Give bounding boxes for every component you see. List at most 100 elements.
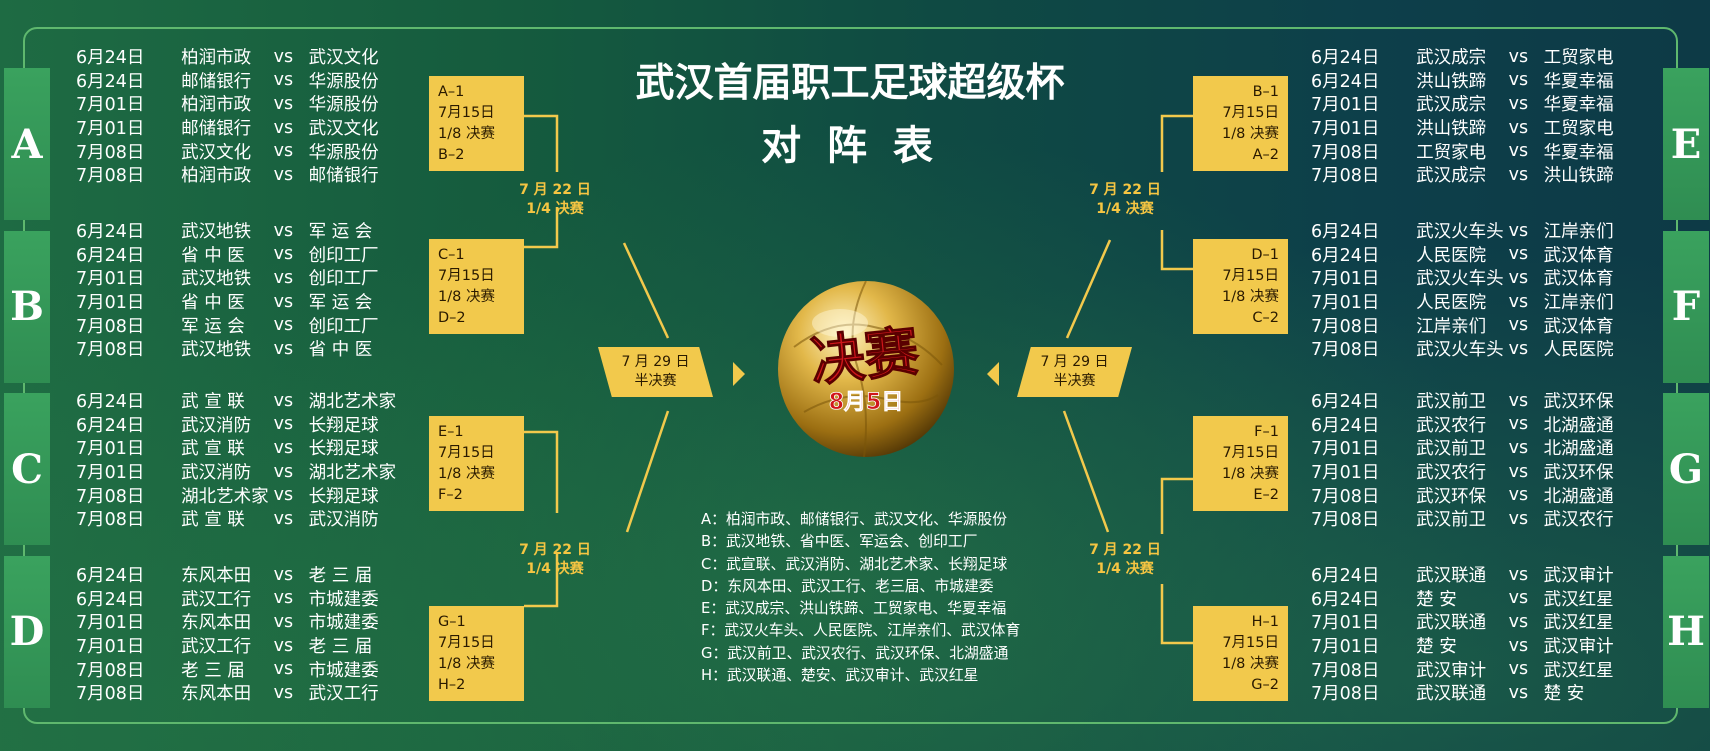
- qf-date: 7 月 22 日: [1089, 182, 1161, 198]
- r16-stage: 1/8 决赛: [438, 288, 495, 305]
- connector-line: [1160, 114, 1193, 172]
- r16-date: 7月15日: [438, 634, 495, 651]
- r16-top-team: C–1: [438, 246, 465, 263]
- r16-date: 7月15日: [1222, 267, 1279, 284]
- home-team: 洪山铁蹄: [1416, 119, 1487, 140]
- r16-box-c1-d2: C–1 7月15日 1/8 决赛 D–2: [429, 239, 524, 334]
- vs-label: vs: [1508, 220, 1529, 241]
- group-tab-h: H: [1663, 555, 1709, 708]
- match-date: 7月01日: [76, 293, 145, 314]
- away-team: 武汉审计: [1543, 566, 1614, 587]
- r16-top-team: H–1: [1251, 613, 1279, 630]
- vs-label: vs: [1508, 315, 1529, 336]
- vs-label: vs: [273, 164, 294, 185]
- away-team: 市城建委: [308, 660, 379, 681]
- arrow-right-icon: [733, 362, 745, 386]
- arrow-left-icon: [987, 362, 999, 386]
- vs-label: vs: [1508, 437, 1529, 458]
- r16-box-f1-e2: F–1 7月15日 1/8 决赛 E–2: [1193, 416, 1288, 511]
- away-team: 长翔足球: [308, 439, 379, 460]
- r16-bottom-team: E–2: [1253, 486, 1279, 503]
- match-date: 6月24日: [76, 415, 145, 436]
- vs-label: vs: [1508, 414, 1529, 435]
- away-team: 华夏幸福: [1543, 142, 1614, 163]
- vs-label: vs: [273, 141, 294, 162]
- vs-label: vs: [1508, 70, 1529, 91]
- vs-label: vs: [1508, 267, 1529, 288]
- away-team: 楚 安: [1543, 684, 1585, 705]
- away-team: 江岸亲们: [1543, 222, 1614, 243]
- home-team: 武汉工行: [181, 589, 252, 610]
- match-date: 7月01日: [1311, 293, 1380, 314]
- match-date: 6月24日: [1311, 222, 1380, 243]
- away-team: 江岸亲们: [1543, 293, 1614, 314]
- vs-label: vs: [273, 267, 294, 288]
- match-date: 6月24日: [76, 566, 145, 587]
- away-team: 湖北艺术家: [308, 463, 397, 484]
- vs-label: vs: [1508, 588, 1529, 609]
- away-team: 省 中 医: [308, 340, 373, 361]
- match-date: 7月08日: [76, 660, 145, 681]
- r16-top-team: D–1: [1251, 246, 1279, 263]
- vs-label: vs: [1508, 635, 1529, 656]
- vs-label: vs: [1508, 244, 1529, 265]
- sf-stage: 半决赛: [634, 373, 677, 389]
- away-team: 武汉红星: [1543, 589, 1614, 610]
- r16-bottom-team: D–2: [438, 309, 466, 326]
- connector-line: [524, 207, 559, 249]
- vs-label: vs: [273, 117, 294, 138]
- away-team: 武汉体育: [1543, 245, 1614, 266]
- home-team: 武汉成宗: [1416, 166, 1487, 187]
- home-team: 东风本田: [181, 684, 252, 705]
- qf-label-right-bottom: 7 月 22 日 1/4 决赛: [1070, 541, 1180, 579]
- r16-top-team: F–1: [1254, 423, 1279, 440]
- home-team: 武 宣 联: [181, 392, 245, 413]
- home-team: 江岸亲们: [1416, 316, 1487, 337]
- r16-stage: 1/8 决赛: [438, 125, 495, 142]
- vs-label: vs: [1508, 508, 1529, 529]
- legend-item: F：武汉火车头、人民医院、江岸亲们、武汉体育: [701, 622, 1021, 640]
- home-team: 武汉火车头: [1416, 222, 1504, 243]
- match-date: 7月01日: [1311, 613, 1380, 634]
- match-date: 7月01日: [1311, 463, 1380, 484]
- match-date: 7月08日: [1311, 486, 1380, 507]
- match-date: 6月24日: [1311, 71, 1380, 92]
- r16-date: 7月15日: [1222, 104, 1279, 121]
- match-date: 7月08日: [1311, 142, 1380, 163]
- qf-stage: 1/4 决赛: [526, 201, 584, 217]
- vs-label: vs: [273, 682, 294, 703]
- away-team: 武汉审计: [1543, 637, 1614, 658]
- group-tab-b: B: [4, 230, 50, 383]
- r16-box-a1-b2: A–1 7月15日 1/8 决赛 B–2: [429, 76, 524, 171]
- match-date: 7月08日: [76, 684, 145, 705]
- qf-stage: 1/4 决赛: [526, 561, 584, 577]
- connector-line: [524, 552, 559, 608]
- connector-line: [1062, 410, 1110, 533]
- home-team: 楚 安: [1416, 637, 1457, 658]
- vs-label: vs: [273, 338, 294, 359]
- away-team: 创印工厂: [308, 316, 379, 337]
- vs-label: vs: [273, 244, 294, 265]
- group-tab-a: A: [4, 68, 50, 220]
- home-team: 武汉文化: [181, 142, 252, 163]
- home-team: 军 运 会: [181, 316, 245, 337]
- vs-label: vs: [273, 291, 294, 312]
- home-team: 邮储银行: [181, 71, 252, 92]
- away-team: 武汉农行: [1543, 510, 1614, 531]
